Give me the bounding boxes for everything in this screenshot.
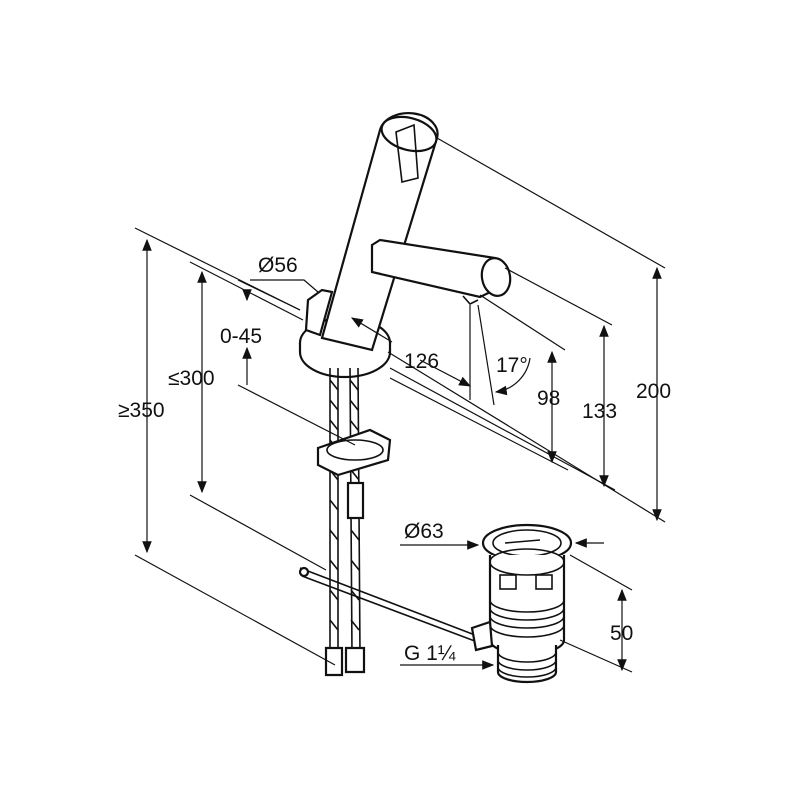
waste-body xyxy=(488,555,566,656)
spout-end xyxy=(480,257,512,297)
label-waste-diameter: Ø63 xyxy=(404,520,444,543)
label-spout-diameter: Ø56 xyxy=(258,254,298,277)
label-waste-thread: G 1¼ xyxy=(404,642,456,665)
faucet-body xyxy=(298,112,512,379)
label-spout-height: 98 xyxy=(537,387,560,410)
label-max-height: ≤300 xyxy=(168,367,215,390)
aerator xyxy=(462,295,479,305)
pop-up-rod xyxy=(299,567,489,641)
hose-nut-left xyxy=(324,646,344,677)
waste-valve xyxy=(470,523,573,684)
label-lever-range: 0-45 xyxy=(220,325,262,348)
label-spout-angle: 17° xyxy=(496,354,528,377)
hose-connector xyxy=(346,481,365,520)
base-plate-rim xyxy=(298,343,392,379)
lever-slot xyxy=(395,123,419,183)
waste-thread xyxy=(496,645,558,684)
label-min-length: ≥350 xyxy=(118,399,165,422)
label-outlet-height: 133 xyxy=(582,400,617,423)
column-top xyxy=(380,115,438,153)
hose-nut-right xyxy=(344,646,366,674)
dimension-labels: Ø56 0-45 ≤300 ≥350 126 17° 98 133 200 Ø6… xyxy=(118,254,671,665)
dimension-lines xyxy=(134,137,666,673)
label-total-height: 200 xyxy=(636,380,671,403)
pop-up-rod-handle xyxy=(304,288,334,337)
waste-lever-joint xyxy=(470,620,494,652)
label-spout-reach: 126 xyxy=(404,350,439,373)
label-waste-height: 50 xyxy=(610,622,633,645)
